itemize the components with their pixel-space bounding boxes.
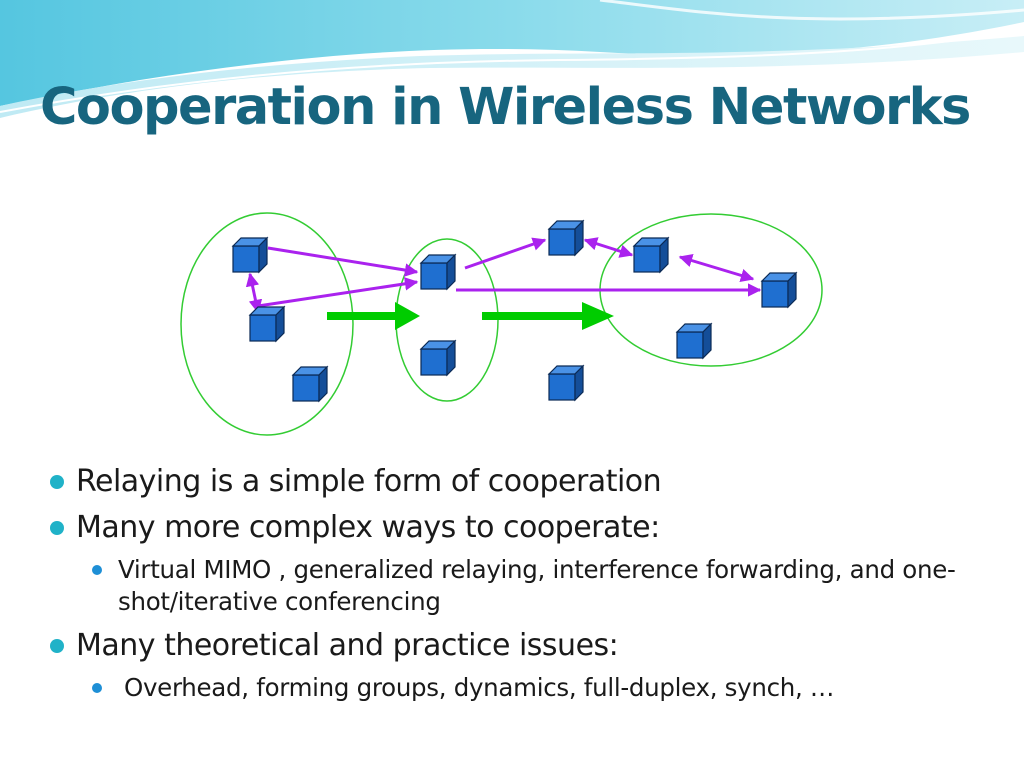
sub-bullet-text: Overhead, forming groups, dynamics, full…	[124, 673, 835, 702]
sub-bullet-text: Virtual MIMO , generalized relaying, int…	[118, 555, 956, 616]
relay-link	[464, 237, 547, 270]
sub-bullet-item: Overhead, forming groups, dynamics, full…	[48, 672, 1008, 704]
flow-arrow-right	[482, 302, 614, 330]
bullet-item: Many theoretical and practice issues:	[48, 626, 1008, 666]
bullet-list: Relaying is a simple form of cooperation…	[48, 462, 1008, 712]
relay-link	[245, 272, 263, 314]
bullet-dot-icon	[50, 475, 64, 489]
bullet-text: Many more complex ways to cooperate:	[76, 510, 660, 545]
flow-arrow-left	[327, 302, 420, 330]
relay-link	[267, 246, 419, 277]
relay-link	[257, 277, 419, 308]
sub-bullet-item: Virtual MIMO , generalized relaying, int…	[48, 554, 1008, 618]
bullet-dot-icon	[50, 521, 64, 535]
network-node	[633, 237, 669, 273]
bullet-dot-icon	[50, 639, 64, 653]
left-cluster-ring	[180, 212, 354, 436]
network-node	[548, 220, 584, 256]
sub-bullet-dot-icon	[92, 683, 102, 693]
network-node	[548, 365, 584, 401]
network-diagram	[180, 212, 823, 436]
network-node	[420, 340, 456, 376]
header-wave-decoration	[0, 0, 1024, 118]
bullet-item: Relaying is a simple form of cooperation	[48, 462, 1008, 502]
bullet-text: Many theoretical and practice issues:	[76, 628, 619, 663]
network-node	[249, 306, 285, 342]
network-node	[292, 366, 328, 402]
bullet-item: Many more complex ways to cooperate:	[48, 508, 1008, 548]
slide-title: Cooperation in Wireless Networks	[40, 78, 971, 137]
sub-bullet-dot-icon	[92, 565, 102, 575]
network-node	[420, 254, 456, 290]
network-node	[761, 272, 797, 308]
relay-link	[583, 237, 634, 258]
bullet-text: Relaying is a simple form of cooperation	[76, 464, 662, 499]
relay-link	[678, 254, 755, 282]
network-node	[676, 323, 712, 359]
network-node	[232, 237, 268, 273]
